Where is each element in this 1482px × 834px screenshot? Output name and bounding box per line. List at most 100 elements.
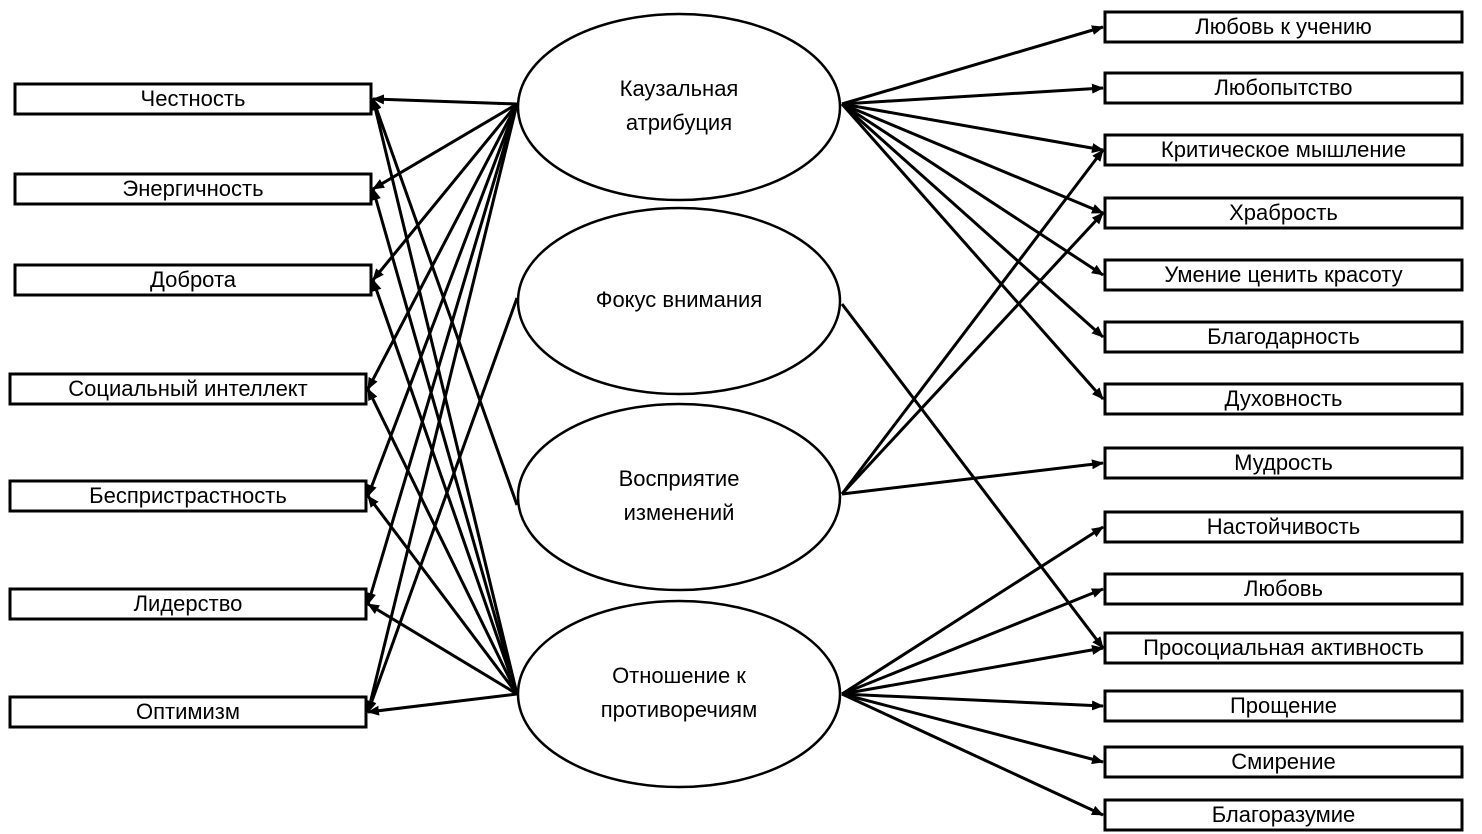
center-node-label: Отношение к [612, 663, 746, 688]
edge-c1-to-l3 [371, 103, 519, 281]
center-node-c4: Отношение к противоречиям [516, 599, 842, 789]
center-node-label: Восприятие [619, 466, 740, 491]
left-node-label: Лидерство [134, 591, 243, 616]
left-node-label: Социальный интеллект [68, 376, 308, 401]
edge-c1-to-l1 [372, 94, 518, 106]
right-node-r11: Просоциальная активность [1103, 631, 1464, 665]
edge-c4-to-r11 [841, 644, 1104, 696]
left-node-label: Доброта [150, 267, 237, 292]
center-node-label: атрибуция [626, 110, 732, 135]
left-node-box [13, 82, 373, 116]
left-node-l7: Оптимизм [8, 695, 368, 729]
right-node-label: Любопытство [1214, 75, 1352, 100]
edge-c4-to-l7 [367, 692, 518, 716]
right-node-r13: Смирение [1103, 745, 1464, 779]
right-node-r2: Любопытство [1103, 71, 1464, 105]
center-node-c3: Восприятие изменений [516, 402, 842, 592]
left-node-l2: Энергичность [13, 172, 373, 206]
center-node-ellipse [516, 12, 842, 202]
center-node-c1: Каузальная атрибуция [516, 12, 842, 202]
right-node-r12: Прощение [1103, 689, 1464, 723]
left-node-l6: Лидерство [8, 587, 368, 621]
edge-c3-to-l1 [371, 98, 519, 506]
right-node-label: Прощение [1230, 693, 1337, 718]
right-node-r14: Благоразумие [1103, 798, 1464, 832]
center-node-label: Каузальная [620, 76, 739, 101]
left-node-label: Оптимизм [136, 699, 240, 724]
left-node-label: Беспристрастность [89, 483, 287, 508]
edge-c4-to-r14 [841, 692, 1104, 817]
right-node-label: Критическое мышление [1161, 137, 1406, 162]
right-node-r5: Умение ценить красоту [1103, 258, 1464, 292]
edge-c4-to-l6 [367, 602, 518, 696]
right-node-label: Благоразумие [1212, 802, 1356, 827]
left-node-label: Честность [141, 86, 246, 111]
edge-c1-to-r6 [841, 102, 1104, 339]
left-node-box [8, 479, 368, 513]
left-node-box [8, 372, 368, 406]
left-node-box [13, 263, 373, 297]
edge-c4-to-l3 [371, 279, 519, 695]
right-node-r10: Любовь [1103, 572, 1464, 606]
right-node-box [1103, 196, 1464, 230]
right-node-box [1103, 382, 1464, 416]
left-node-l3: Доброта [13, 263, 373, 297]
right-node-label: Любовь к учению [1195, 14, 1371, 39]
right-node-r8: Мудрость [1103, 446, 1464, 480]
left-node-label: Энергичность [122, 176, 263, 201]
edge-c1-to-l5 [366, 103, 519, 497]
right-node-r4: Храбрость [1103, 196, 1464, 230]
right-node-label: Благодарность [1207, 324, 1360, 349]
right-node-box [1103, 71, 1464, 105]
right-node-label: Умение ценить красоту [1164, 262, 1402, 287]
edge-c4-to-r9 [841, 525, 1104, 696]
edge-c1-to-r5 [841, 102, 1104, 277]
right-node-label: Храбрость [1229, 200, 1338, 225]
left-node-box [13, 172, 373, 206]
edge-c4-to-l4 [366, 388, 519, 695]
edge-c3-to-r8 [841, 459, 1104, 496]
right-node-label: Смирение [1231, 749, 1335, 774]
edge-c1-to-r3 [841, 102, 1104, 154]
left-node-l5: Беспристрастность [8, 479, 368, 513]
edge-c1-to-l2 [372, 102, 518, 191]
edge-c4-to-r10 [841, 587, 1104, 696]
right-node-label: Мудрость [1234, 450, 1333, 475]
edge-c3-to-r3 [840, 149, 1105, 495]
edge-c4-to-l5 [366, 495, 519, 695]
right-node-box [1103, 745, 1464, 779]
left-node-l4: Социальный интеллект [8, 372, 368, 406]
center-node-ellipse [516, 206, 842, 396]
edge-c2-to-l7 [366, 297, 519, 713]
edge-c3-to-r4 [840, 211, 1105, 496]
edge-c1-to-r4 [841, 102, 1104, 215]
right-node-box [1103, 320, 1464, 354]
right-node-box [1103, 631, 1464, 665]
right-node-box [1103, 258, 1464, 292]
right-node-label: Настойчивость [1207, 514, 1360, 539]
right-node-label: Просоциальная активность [1143, 635, 1424, 660]
left-node-l1: Честность [13, 82, 373, 116]
edge-c4-to-r13 [841, 692, 1104, 765]
edge-c1-to-r7 [840, 103, 1105, 400]
right-node-box [1103, 572, 1464, 606]
edges-layer [365, 25, 1105, 817]
edge-c4-to-l1 [370, 98, 519, 695]
right-node-box [1103, 446, 1464, 480]
edge-c1-to-r1 [841, 25, 1104, 106]
center-node-ellipse [516, 599, 842, 789]
right-node-box [1103, 510, 1464, 544]
edge-c1-to-l7 [365, 103, 519, 713]
left-node-box [8, 695, 368, 729]
right-node-label: Духовность [1225, 386, 1343, 411]
edge-c4-to-r12 [841, 692, 1104, 711]
right-node-box [1103, 689, 1464, 723]
right-node-label: Любовь [1244, 576, 1323, 601]
center-node-label: изменений [624, 500, 735, 525]
center-node-label: противоречиям [601, 697, 757, 722]
edge-c1-to-r2 [841, 83, 1104, 106]
center-node-ellipse [516, 402, 842, 592]
right-node-box [1103, 10, 1464, 44]
